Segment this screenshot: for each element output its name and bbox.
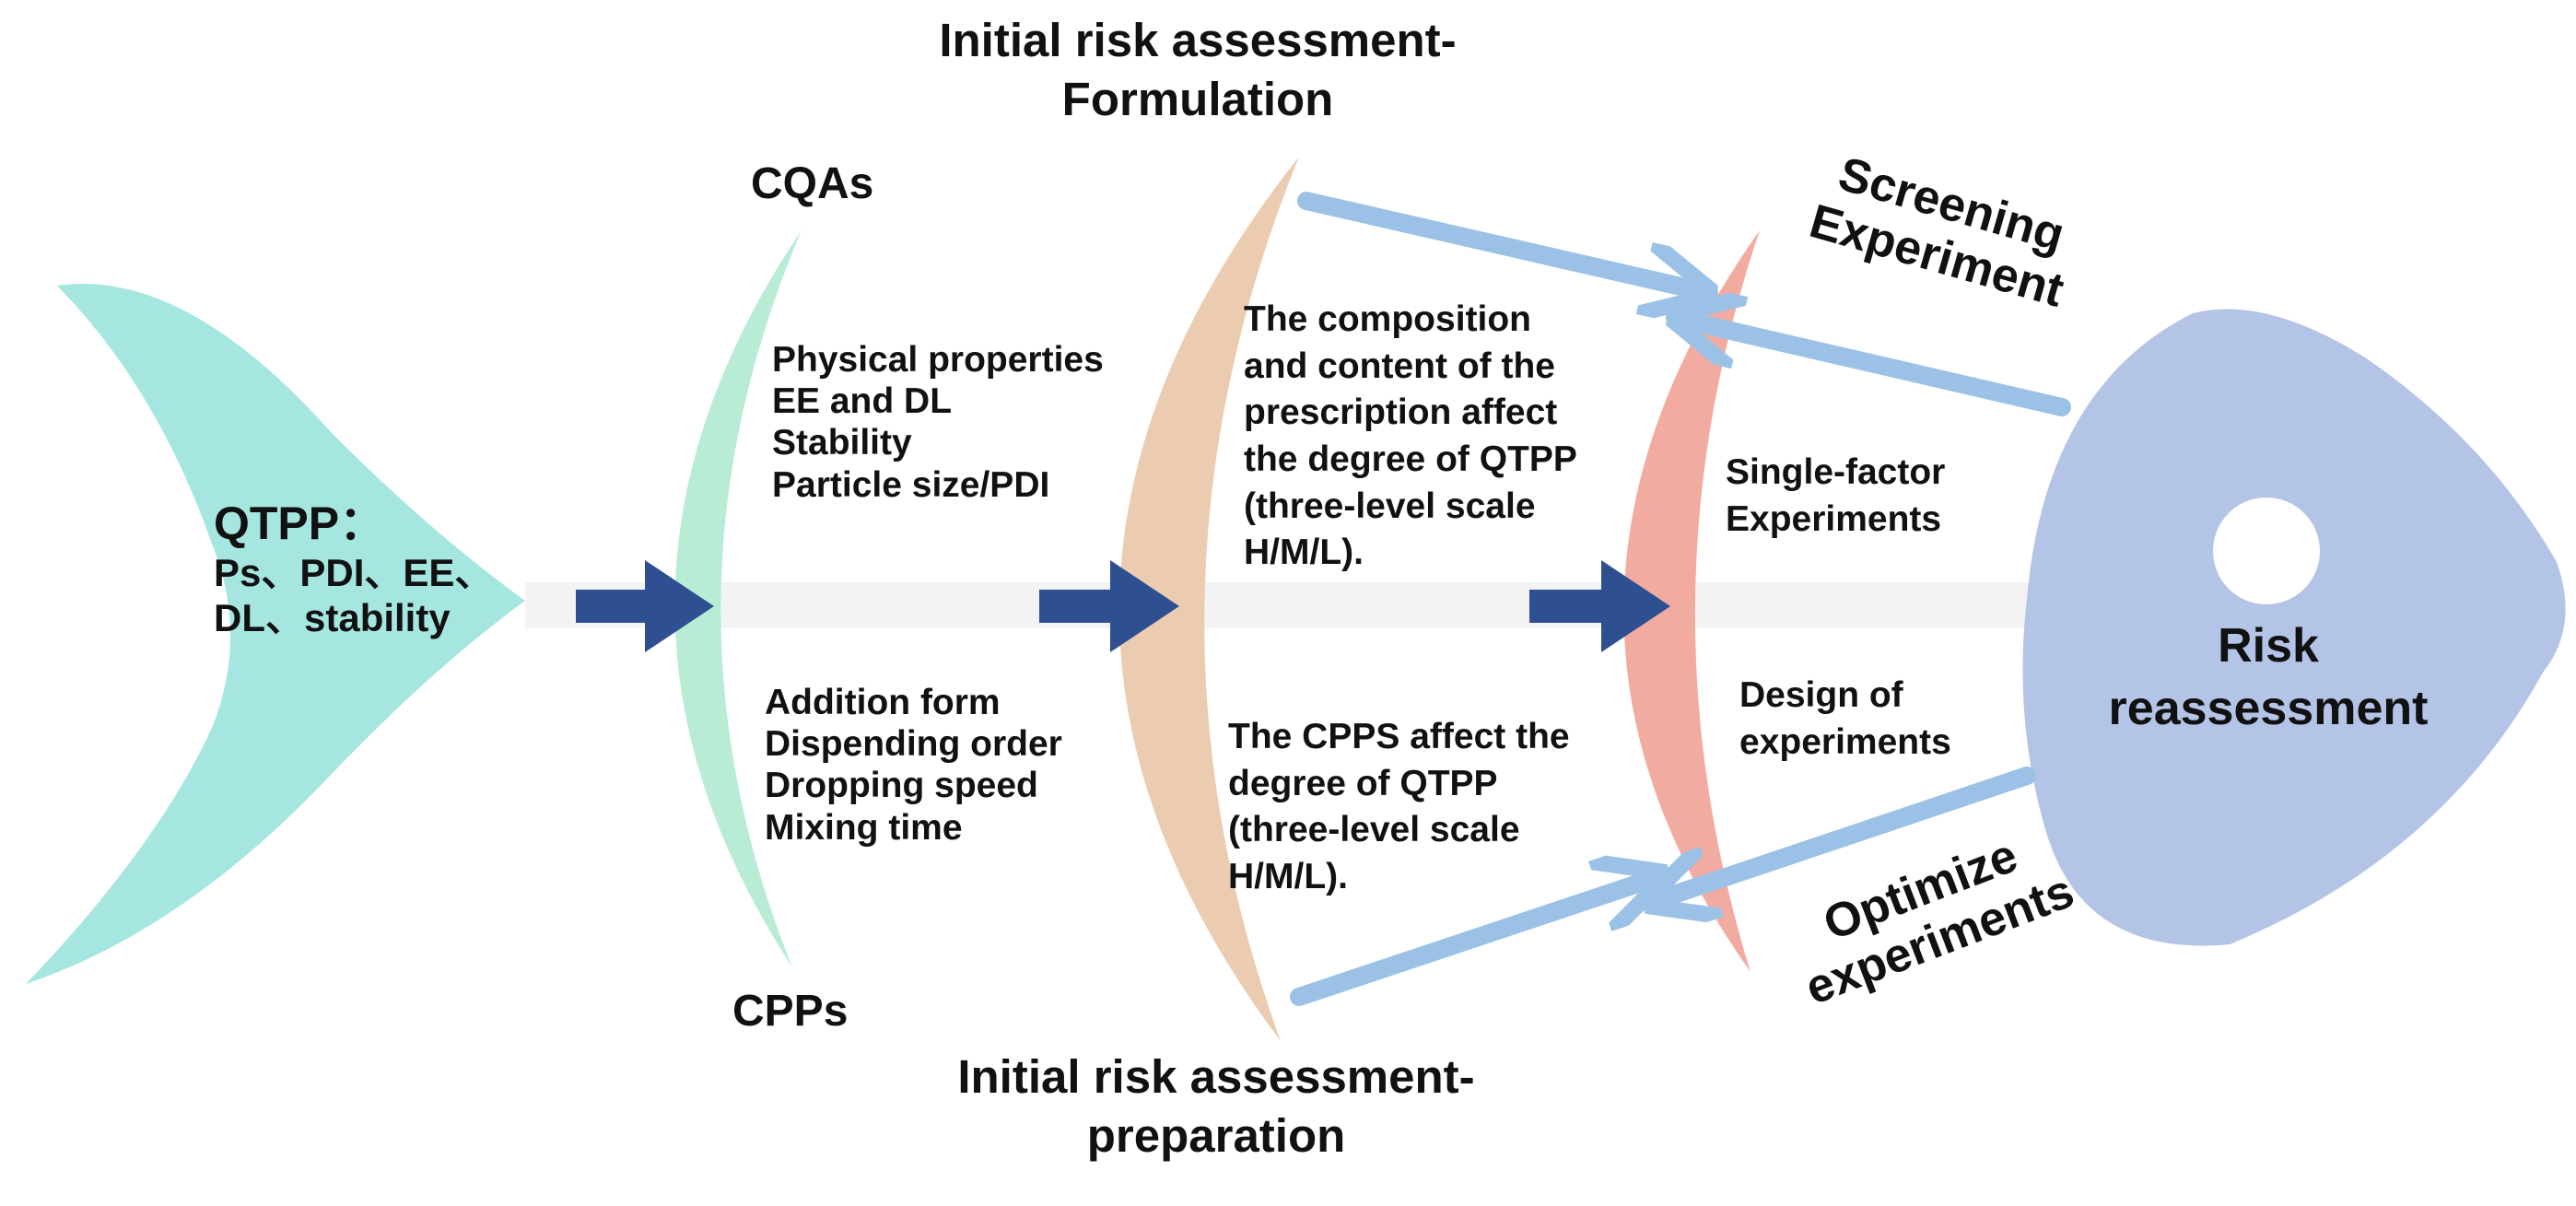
- preparation-description: The CPPS affect the degree of QTPP (thre…: [1228, 714, 1570, 901]
- cpp-list: Addition form Dispending order Dropping …: [765, 682, 1062, 849]
- qtpp-title: QTPP：: [214, 498, 386, 549]
- formulation-title: Initial risk assessment- Formulation: [921, 11, 1474, 129]
- formulation-description: The composition and content of the presc…: [1244, 297, 1577, 577]
- formulation-description-line: the degree of QTPP: [1244, 439, 1577, 480]
- preparation-title: Initial risk assessment- preparation: [940, 1048, 1493, 1165]
- main-arrow-2: [1039, 560, 1179, 652]
- cpp-item: Dropping speed: [765, 766, 1038, 806]
- single-factor-experiments: Single-factor Experiments: [1726, 450, 1945, 543]
- screening-arc: [1623, 230, 1760, 972]
- cqa-item: Particle size/PDI: [772, 464, 1050, 505]
- fish-head: [2022, 309, 2566, 946]
- cqa-item: Stability: [772, 423, 912, 463]
- formulation-title-line: Formulation: [1061, 72, 1334, 125]
- formulation-description-line: H/M/L).: [1244, 533, 1364, 573]
- preparation-description-line: degree of QTPP: [1228, 763, 1498, 803]
- qtpp-line: DL、stability: [214, 595, 451, 639]
- cqa-list: Physical properties EE and DL Stability …: [772, 339, 1104, 506]
- design-of-experiments: Design of experiments: [1739, 673, 1951, 766]
- qtpp-list: Ps、PDI、EE、 DL、stability: [214, 551, 493, 640]
- fish-tail: [26, 284, 525, 984]
- screening-arrow-in: [1297, 192, 1709, 293]
- preparation-description-line: The CPPS affect the: [1228, 717, 1570, 756]
- preparation-title-line: preparation: [1086, 1108, 1346, 1162]
- risk-line: reassessment: [2108, 681, 2429, 735]
- screening-arrow-out: [1675, 318, 2071, 416]
- main-arrow-3: [1529, 560, 1670, 652]
- formulation-description-line: The composition: [1244, 299, 1531, 339]
- formulation-arc: [1118, 157, 1299, 1041]
- design-line: Design of: [1739, 675, 1903, 715]
- risk-line: Risk: [2218, 619, 2319, 673]
- optimize-arrow-in: [1290, 875, 1663, 1006]
- cqas-label: CQAs: [751, 159, 874, 208]
- cqa-item: Physical properties: [772, 340, 1104, 380]
- cpp-item: Dispending order: [765, 724, 1062, 765]
- preparation-description-line: H/M/L).: [1228, 857, 1348, 897]
- single-factor-line: Single-factor: [1726, 452, 1946, 492]
- formulation-description-line: (three-level scale: [1244, 486, 1536, 526]
- single-factor-line: Experiments: [1726, 498, 1942, 539]
- preparation-title-line: Initial risk assessment-: [957, 1050, 1475, 1103]
- cpps-label: CPPs: [732, 987, 849, 1036]
- optimize-arrow-out: [1649, 767, 2036, 903]
- design-line: experiments: [1739, 721, 1951, 762]
- formulation-title-line: Initial risk assessment-: [939, 14, 1457, 66]
- spine: [525, 582, 2091, 628]
- formulation-description-line: prescription affect: [1244, 392, 1558, 433]
- cpp-item: Addition form: [765, 683, 1001, 722]
- risk-reassessment-label: Risk reassessment: [2056, 615, 2480, 740]
- fish-eye: [2213, 498, 2320, 604]
- preparation-description-line: (three-level scale: [1228, 810, 1520, 850]
- formulation-description-line: and content of the: [1244, 345, 1555, 386]
- main-arrow-1: [576, 560, 714, 652]
- cpp-item: Mixing time: [765, 807, 963, 848]
- cqa-cpp-arc: [674, 230, 802, 967]
- qtpp-line: Ps、PDI、EE、: [214, 551, 494, 594]
- cqa-item: EE and DL: [772, 381, 953, 422]
